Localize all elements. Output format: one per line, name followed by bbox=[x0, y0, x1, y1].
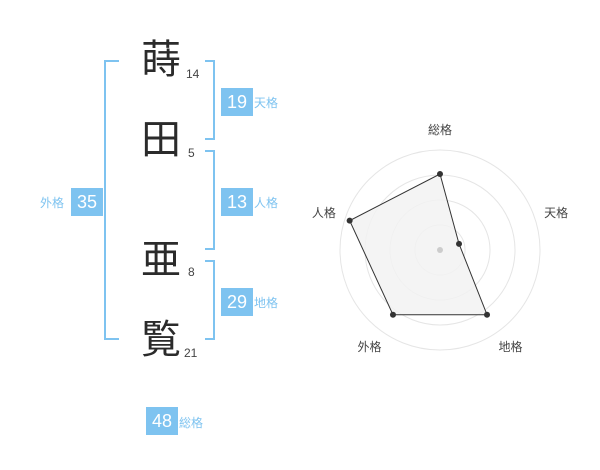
jinkaku-value-badge: 13 bbox=[221, 188, 253, 216]
radar-grid-ring bbox=[339, 149, 541, 351]
name-char-4: 覧 bbox=[141, 317, 181, 363]
radar-area bbox=[348, 173, 488, 316]
radar-point-2 bbox=[456, 240, 463, 247]
name-char-2: 田 bbox=[141, 117, 181, 163]
name-char-1: 蒔 bbox=[141, 37, 181, 83]
radar-axis-label: 総格 bbox=[428, 122, 452, 137]
gaikaku-value-badge: 35 bbox=[71, 188, 103, 216]
stroke-count-2: 5 bbox=[188, 146, 195, 160]
gaikaku-bracket bbox=[104, 60, 119, 340]
soukaku-label: 総格 bbox=[179, 416, 204, 430]
radar-axis-label: 人格 bbox=[312, 205, 336, 220]
radar-axis-label: 天格 bbox=[544, 205, 568, 220]
radar-point-4 bbox=[389, 311, 396, 318]
chikaku-bracket bbox=[205, 260, 215, 340]
radar-axis-label: 地格 bbox=[499, 339, 523, 354]
tenkaku-bracket bbox=[205, 60, 215, 140]
radar-point-3 bbox=[484, 311, 491, 318]
chikaku-value-badge: 29 bbox=[221, 288, 253, 316]
gaikaku-label: 外格 bbox=[40, 196, 65, 210]
radar-center-dot bbox=[437, 247, 443, 253]
jinkaku-label: 人格 bbox=[254, 196, 279, 210]
soukaku-value-badge: 48 bbox=[146, 407, 178, 435]
stroke-count-3: 8 bbox=[188, 265, 195, 279]
name-char-3: 亜 bbox=[141, 237, 181, 283]
tenkaku-value-badge: 19 bbox=[221, 88, 253, 116]
jinkaku-bracket bbox=[205, 150, 215, 250]
stroke-count-4: 21 bbox=[184, 346, 198, 360]
chikaku-label: 地格 bbox=[254, 296, 279, 310]
stroke-count-1: 14 bbox=[186, 67, 200, 81]
radar-point-5 bbox=[346, 217, 353, 224]
radar-axis-label: 外格 bbox=[357, 339, 381, 354]
radar-point-1 bbox=[437, 171, 443, 177]
tenkaku-label: 天格 bbox=[254, 96, 279, 110]
